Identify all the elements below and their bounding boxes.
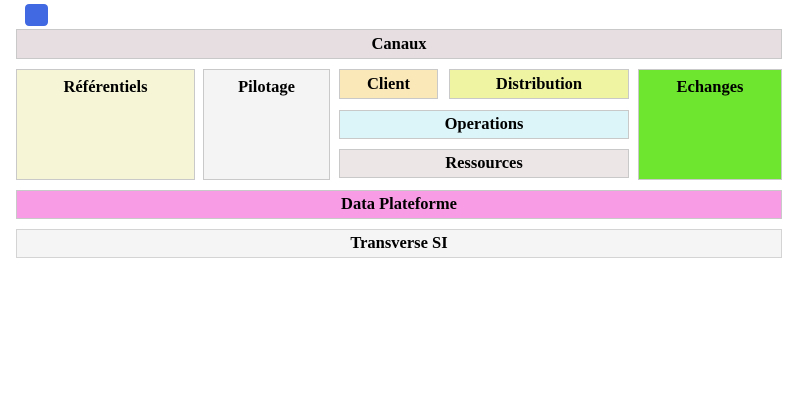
block-transverse-si-label: Transverse SI (350, 233, 448, 253)
block-referentiels-label: Référentiels (63, 77, 148, 96)
block-ressources-label: Ressources (445, 153, 523, 173)
block-referentiels: Référentiels (16, 69, 195, 180)
block-distribution-label: Distribution (495, 73, 583, 93)
block-pilotage-label: Pilotage (238, 77, 295, 96)
block-distribution: Distribution (449, 69, 629, 99)
block-pilotage: Pilotage (203, 69, 330, 180)
block-canaux: Canaux (16, 29, 782, 59)
block-canaux-label: Canaux (371, 33, 427, 53)
blue-square-icon (25, 4, 48, 26)
block-operations-label: Operations (444, 114, 524, 134)
block-client: Client (339, 69, 438, 99)
block-echanges: Echanges (638, 69, 782, 180)
block-client-label: Client (366, 73, 411, 93)
block-ressources: Ressources (339, 149, 629, 178)
block-data-plateforme-label: Data Plateforme (341, 194, 457, 214)
block-operations: Operations (339, 110, 629, 139)
block-data-plateforme: Data Plateforme (16, 190, 782, 219)
block-transverse-si: Transverse SI (16, 229, 782, 258)
block-echanges-label: Echanges (676, 77, 744, 96)
